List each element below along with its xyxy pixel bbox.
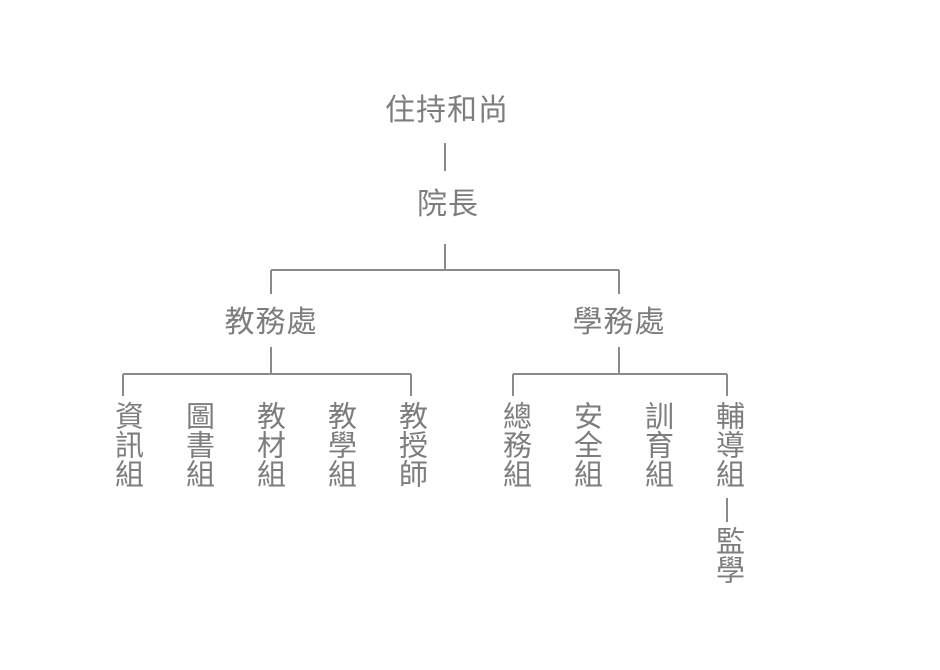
node-academic-office: 教務處 (224, 305, 318, 340)
node-discipline-group: 訓育組 (640, 401, 675, 488)
node-safety-group: 安全組 (569, 401, 604, 488)
node-supervisor: 監學 (711, 526, 746, 584)
node-student-office: 學務處 (572, 305, 666, 340)
node-teaching-group: 教學組 (323, 401, 358, 488)
node-abbot: 住持和尚 (385, 93, 509, 128)
node-materials-group: 教材組 (252, 401, 287, 488)
node-counseling-group: 輔導組 (711, 401, 746, 488)
node-info-group: 資訊組 (110, 401, 145, 488)
node-president: 院長 (417, 187, 479, 222)
node-library-group: 圖書組 (181, 401, 216, 488)
node-general-affairs-group: 總務組 (498, 401, 533, 488)
node-professors: 教授師 (394, 401, 429, 488)
